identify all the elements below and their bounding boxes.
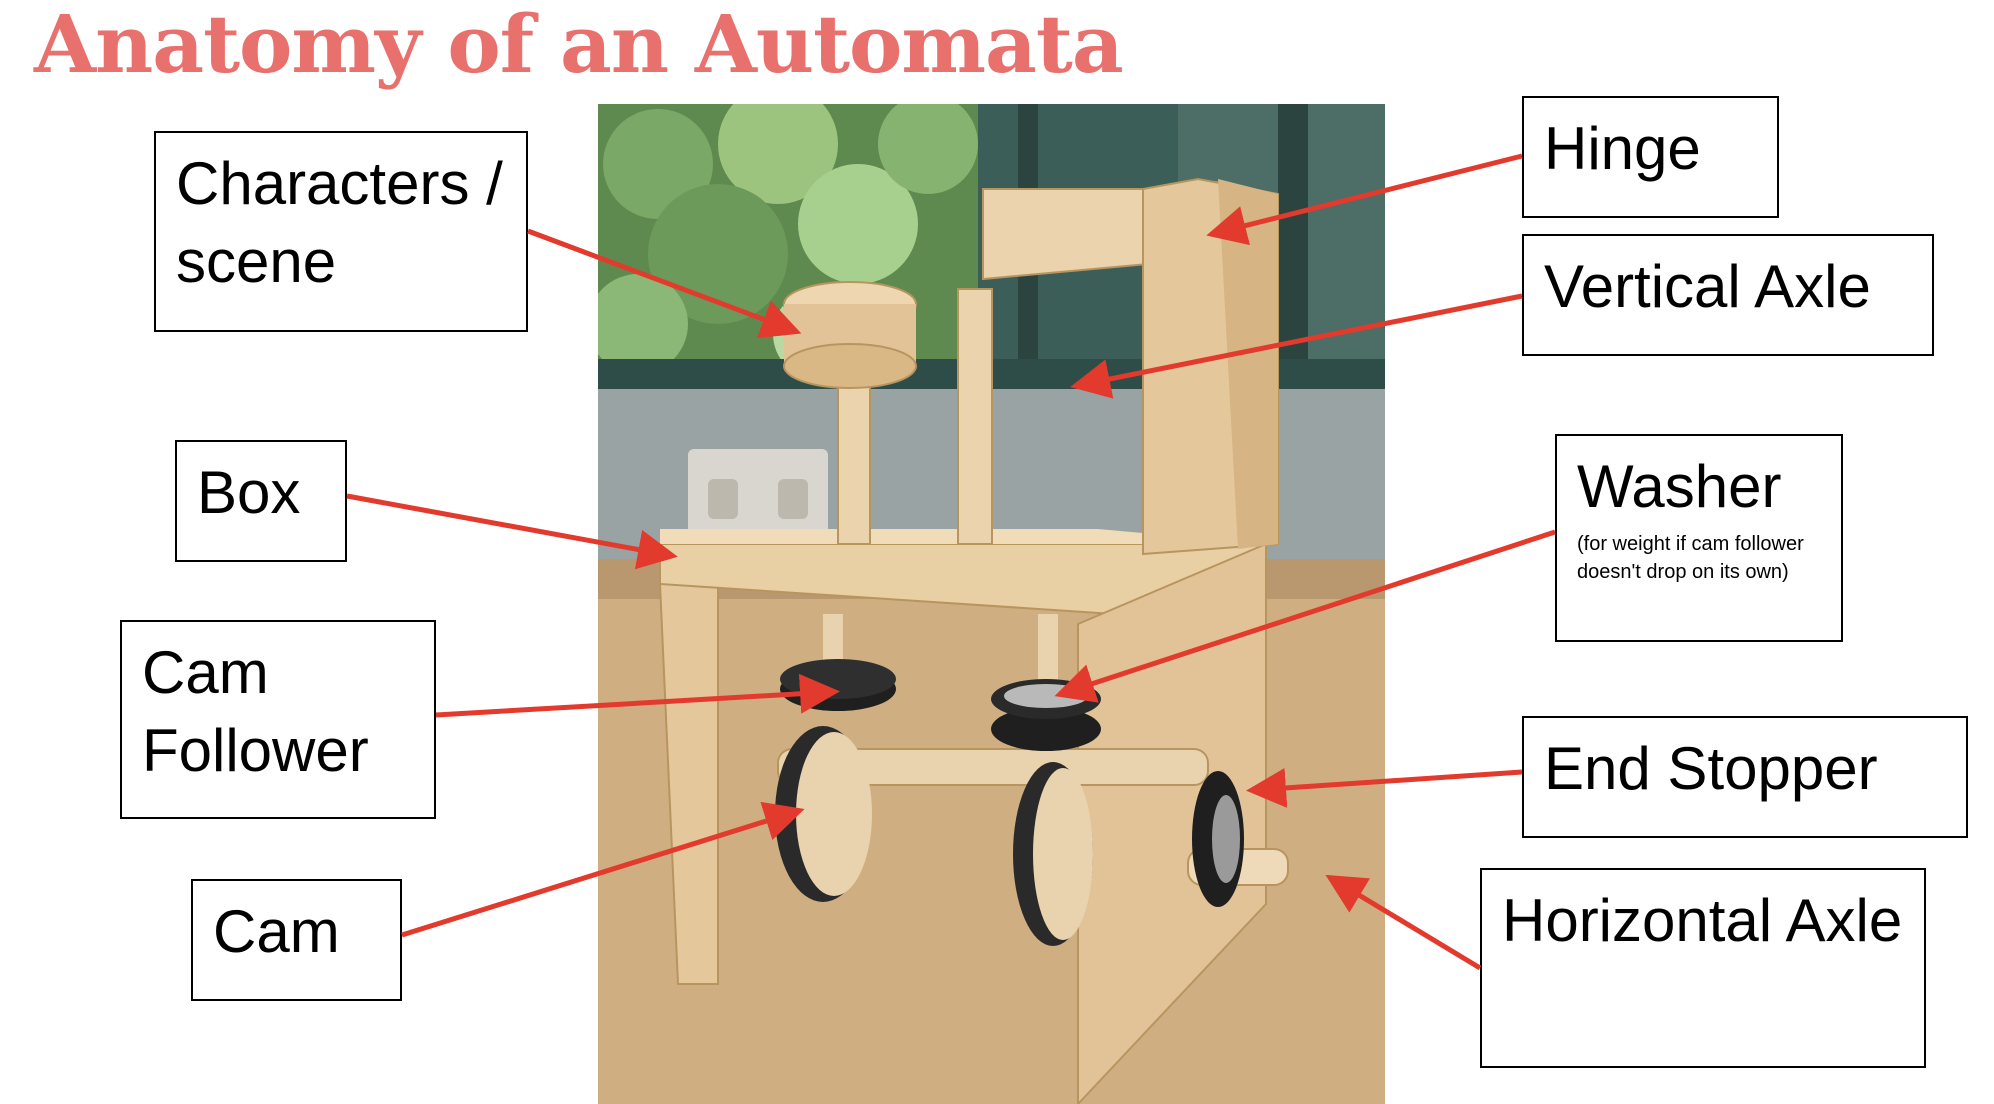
label-end-stopper-text: End Stopper (1544, 735, 1878, 802)
label-characters-scene-text: Characters / scene (176, 150, 503, 295)
automata-illustration (598, 104, 1385, 1104)
character-rod (837, 368, 871, 545)
label-hinge: Hinge (1522, 96, 1779, 218)
label-hinge-text: Hinge (1544, 115, 1701, 182)
label-cam-text: Cam (213, 898, 340, 965)
label-washer: Washer (for weight if cam follower doesn… (1555, 434, 1843, 642)
label-end-stopper: End Stopper (1522, 716, 1968, 838)
character-disc (783, 343, 917, 389)
washer-disc (1004, 684, 1088, 708)
page-title: Anatomy of an Automata (34, 0, 1124, 91)
cam-follower-right (991, 707, 1101, 751)
label-box: Box (175, 440, 347, 562)
label-cam-follower: Cam Follower (120, 620, 436, 819)
label-vertical-axle-text: Vertical Axle (1544, 253, 1871, 320)
label-washer-note: (for weight if cam follower doesn't drop… (1577, 533, 1804, 583)
vertical-axle-rod (957, 288, 993, 545)
label-characters-scene: Characters / scene (154, 131, 528, 332)
label-horizontal-axle: Horizontal Axle (1480, 868, 1926, 1068)
label-cam-follower-text: Cam Follower (142, 639, 369, 784)
label-box-text: Box (197, 459, 301, 526)
label-washer-text: Washer (1577, 453, 1782, 520)
label-cam: Cam (191, 879, 402, 1001)
label-horizontal-axle-text: Horizontal Axle (1502, 887, 1903, 954)
automata-photo (598, 104, 1385, 1104)
label-vertical-axle: Vertical Axle (1522, 234, 1934, 356)
horizontal-axle-rod (777, 748, 1209, 786)
